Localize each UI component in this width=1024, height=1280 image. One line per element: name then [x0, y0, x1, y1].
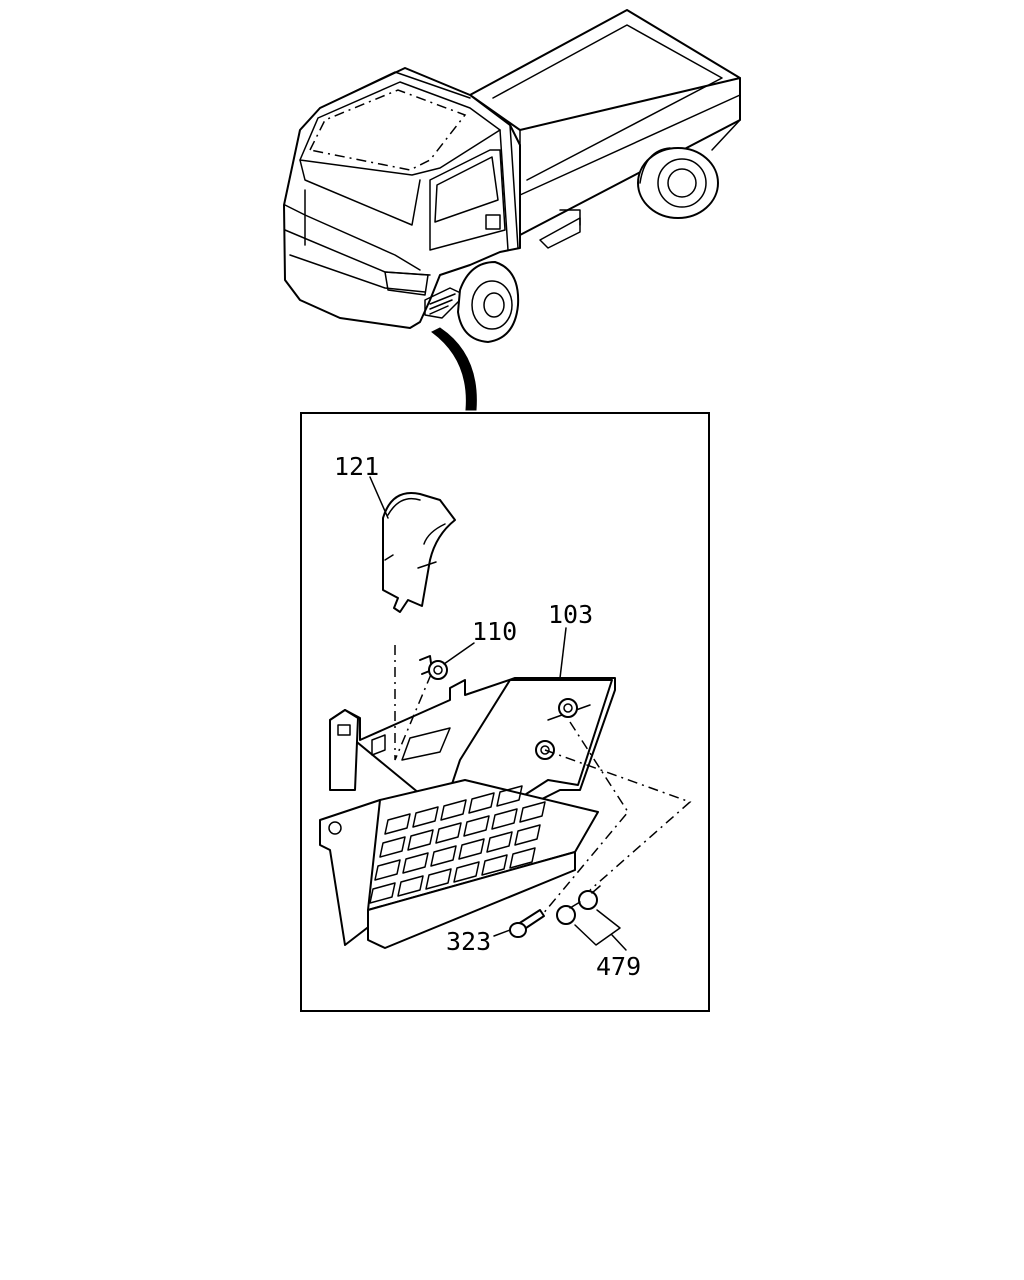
- tread-slot: [374, 859, 401, 881]
- callouts: 121 110 103 323 479: [334, 452, 641, 981]
- part-121-cover: [382, 492, 456, 613]
- tread-slot: [468, 792, 495, 814]
- truck-overview: [283, 9, 741, 343]
- tread-slot: [486, 831, 513, 853]
- tread-slot: [397, 875, 424, 897]
- callout-103: 103: [548, 600, 593, 629]
- tread-slot: [481, 854, 508, 876]
- tread-slot: [369, 882, 396, 904]
- tread-slot: [453, 861, 480, 883]
- callout-121: 121: [334, 452, 379, 481]
- part-479-clips: [556, 885, 601, 925]
- tread-slot: [435, 822, 462, 844]
- tread-slot: [491, 808, 518, 830]
- rear-wheel: [637, 147, 719, 219]
- leader-lines: [369, 476, 692, 951]
- callout-479: 479: [596, 952, 641, 981]
- detail-frame: [300, 412, 710, 1012]
- tread-slot: [402, 852, 429, 874]
- tread-slots: [369, 785, 546, 904]
- tread-slot: [430, 845, 457, 867]
- tread-slot: [412, 806, 439, 828]
- tread-slot: [407, 829, 434, 851]
- front-wheel: [457, 261, 520, 343]
- tread-slot: [458, 838, 485, 860]
- part-103-step-bracket: [319, 677, 616, 949]
- tread-slot: [379, 836, 406, 858]
- tread-slot: [519, 801, 546, 823]
- tread-slot: [514, 824, 541, 846]
- part-110-bolt: [419, 655, 448, 680]
- tread-slot: [440, 799, 467, 821]
- cab: [283, 67, 521, 329]
- detail-pointer: [431, 327, 477, 411]
- tread-slot: [425, 868, 452, 890]
- part-323-screw: [509, 909, 545, 938]
- tread-slot: [384, 813, 411, 835]
- tread-slot: [496, 785, 523, 807]
- callout-110: 110: [472, 617, 517, 646]
- tread-slot: [509, 847, 536, 869]
- callout-323: 323: [446, 927, 491, 956]
- tread-slot: [463, 815, 490, 837]
- step-location: [424, 287, 466, 319]
